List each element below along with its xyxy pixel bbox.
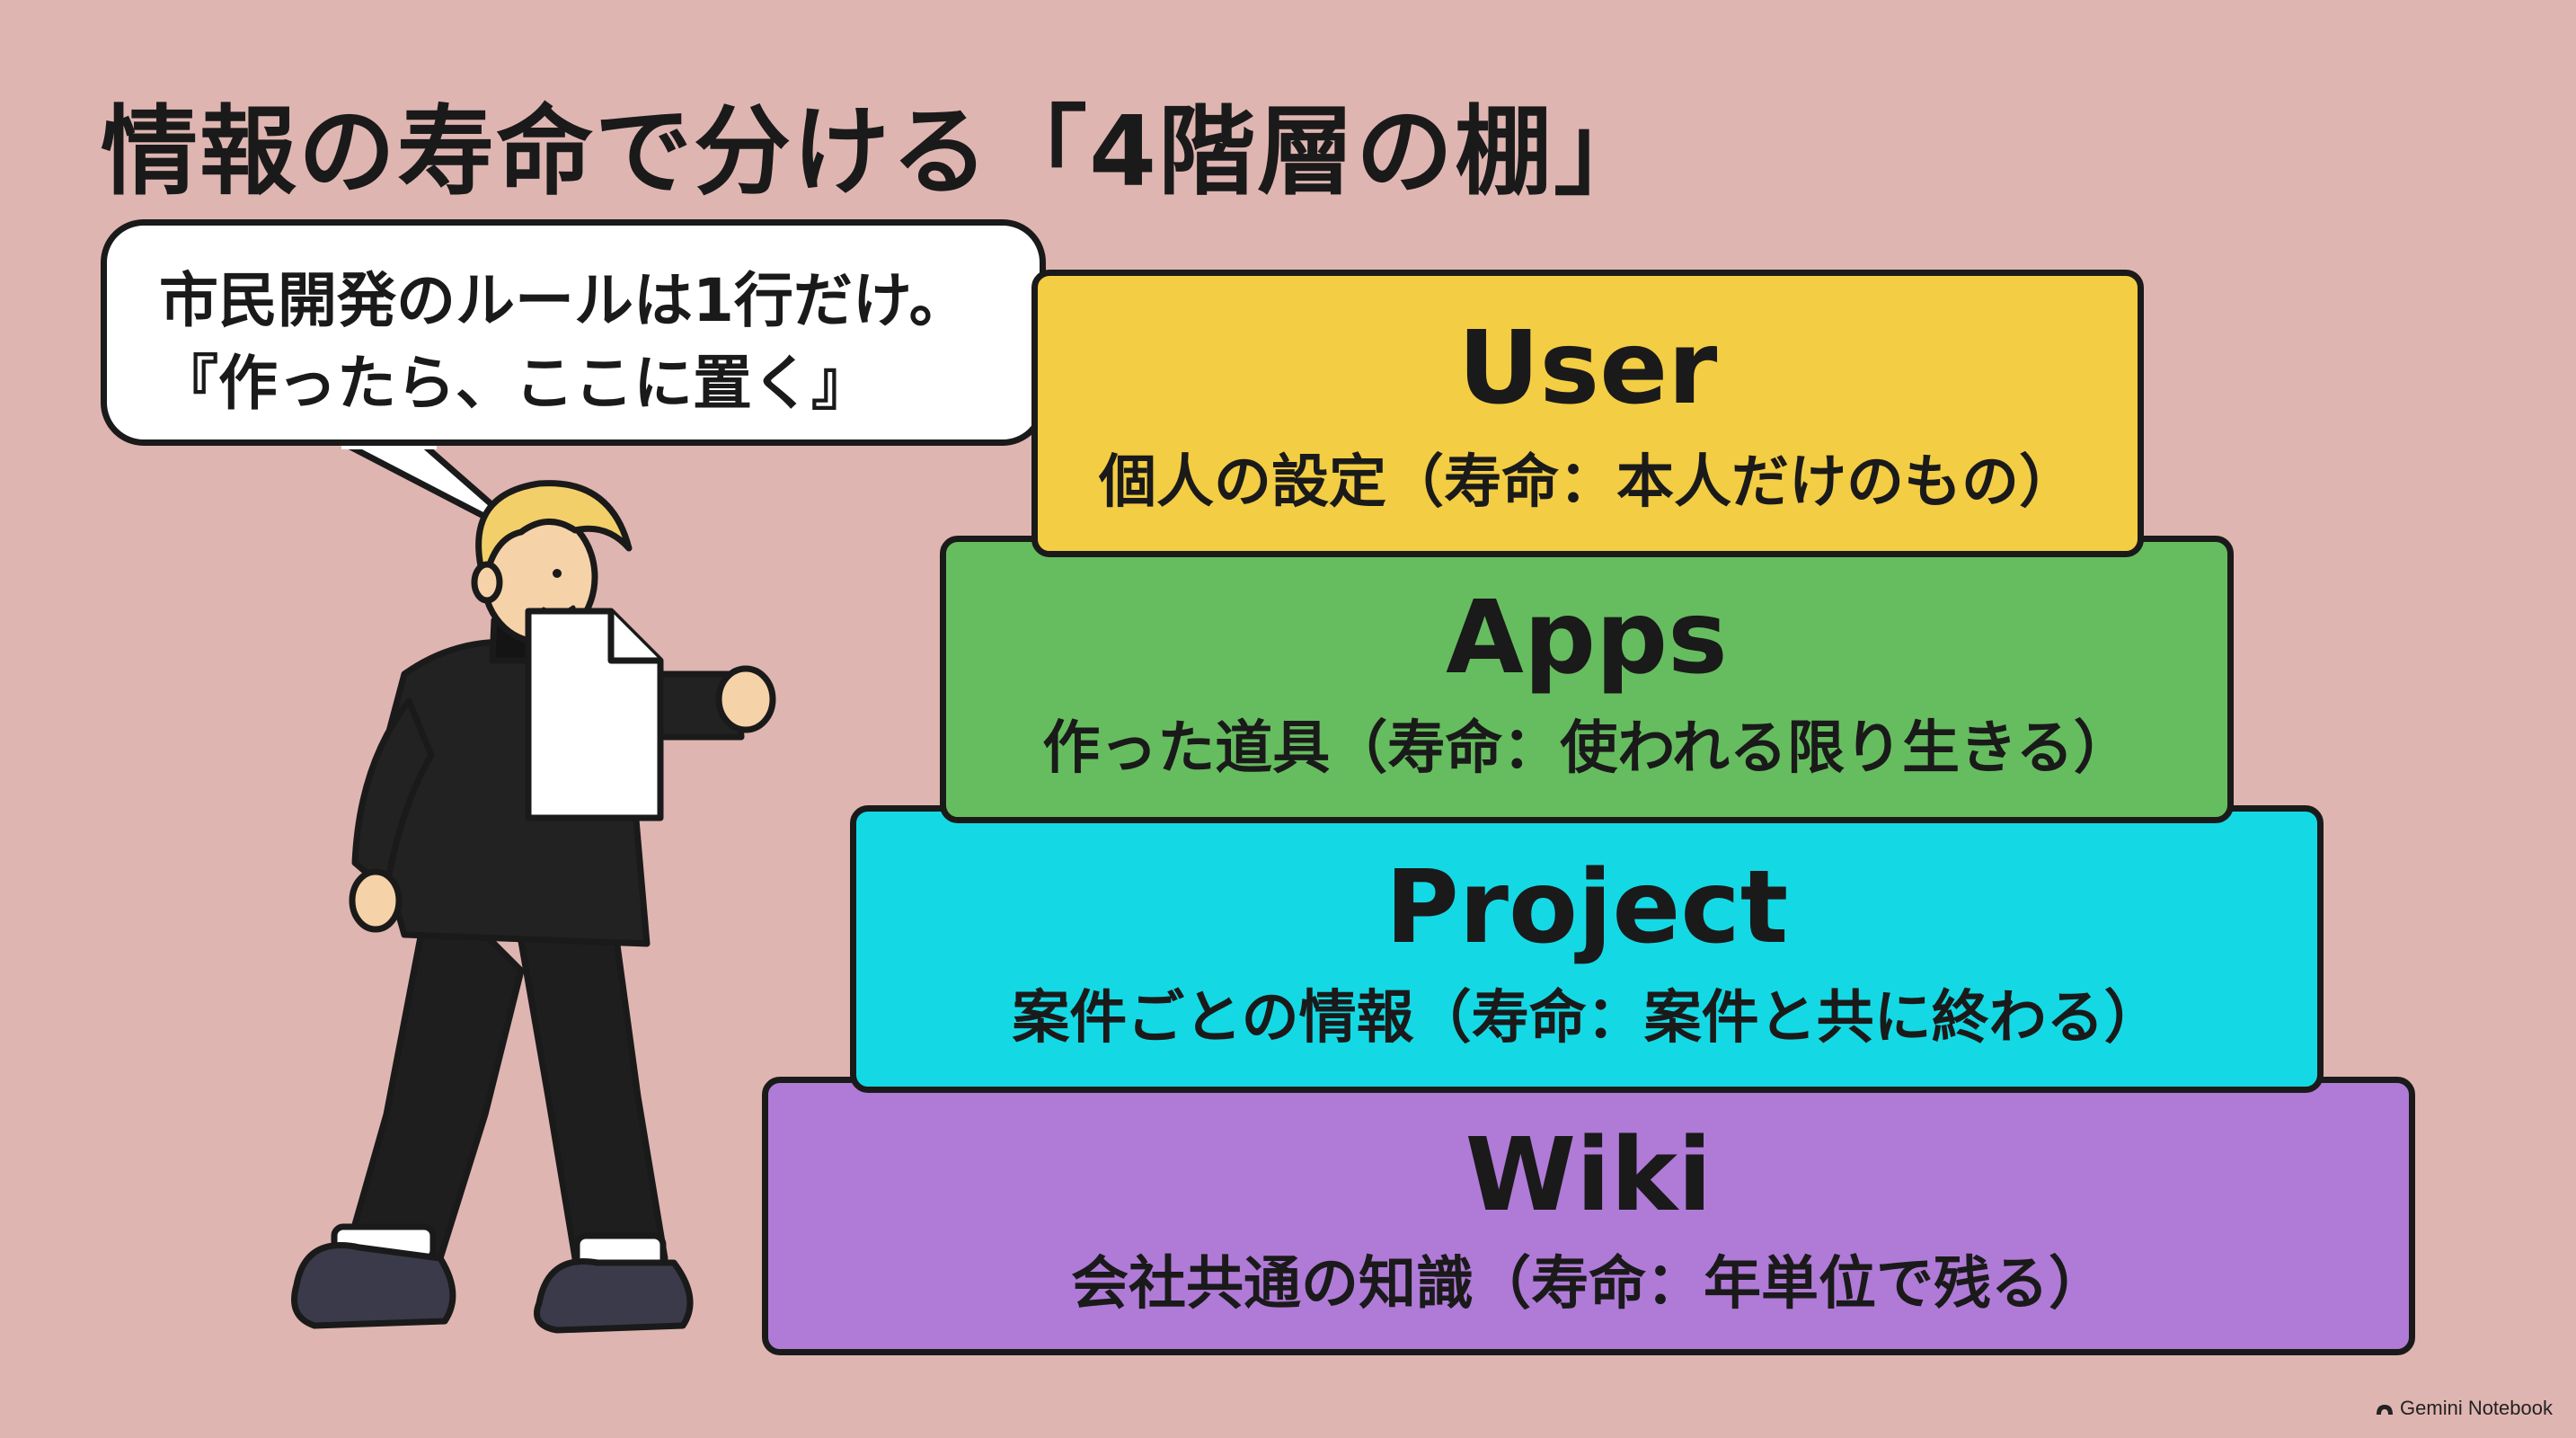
left-shoe-icon — [291, 1242, 456, 1329]
tier-apps: Apps 作った道具（寿命：使われる限り生きる） — [940, 536, 2234, 823]
tier-name: User — [1457, 310, 1718, 427]
watermark: Gemini Notebook — [2375, 1397, 2553, 1420]
watermark-text: Gemini Notebook — [2400, 1397, 2553, 1419]
person-illustration — [291, 480, 776, 1334]
back-arm — [351, 697, 435, 893]
document-icon — [525, 608, 664, 821]
front-hand — [715, 665, 776, 733]
speech-bubble-line-2: 『作ったら、ここに置く』 — [159, 349, 871, 418]
eye — [553, 569, 562, 578]
tier-description: 個人の設定（寿命：本人だけのもの） — [1099, 449, 2076, 516]
tier-wiki: Wiki 会社共通の知識（寿命：年単位で残る） — [762, 1077, 2415, 1355]
tier-user: User 個人の設定（寿命：本人だけのもの） — [1031, 270, 2144, 557]
back-hand — [349, 868, 403, 933]
hair — [475, 480, 633, 577]
right-shoe-icon — [534, 1258, 694, 1334]
tier-description: 会社共通の知識（寿命：年単位で残る） — [1071, 1251, 2106, 1318]
tier-project: Project 案件ごとの情報（寿命：案件と共に終わる） — [850, 805, 2324, 1093]
speech-bubble: 市民開発のルールは1行だけ。 『作ったら、ここに置く』 — [101, 219, 1046, 446]
tier-name: Project — [1385, 849, 1789, 966]
gemini-logo-icon — [2377, 1405, 2394, 1415]
ear — [471, 561, 503, 604]
tier-description: 作った道具（寿命：使われる限り生きる） — [1042, 715, 2131, 782]
tier-name: Apps — [1446, 580, 1728, 697]
tier-description: 案件ごとの情報（寿命：案件と共に終わる） — [1012, 985, 2162, 1052]
tier-name: Wiki — [1465, 1117, 1713, 1234]
page-title: 情報の寿命で分ける「4階層の棚」 — [101, 96, 1653, 209]
speech-bubble-line-1: 市民開発のルールは1行だけ。 — [159, 266, 969, 335]
